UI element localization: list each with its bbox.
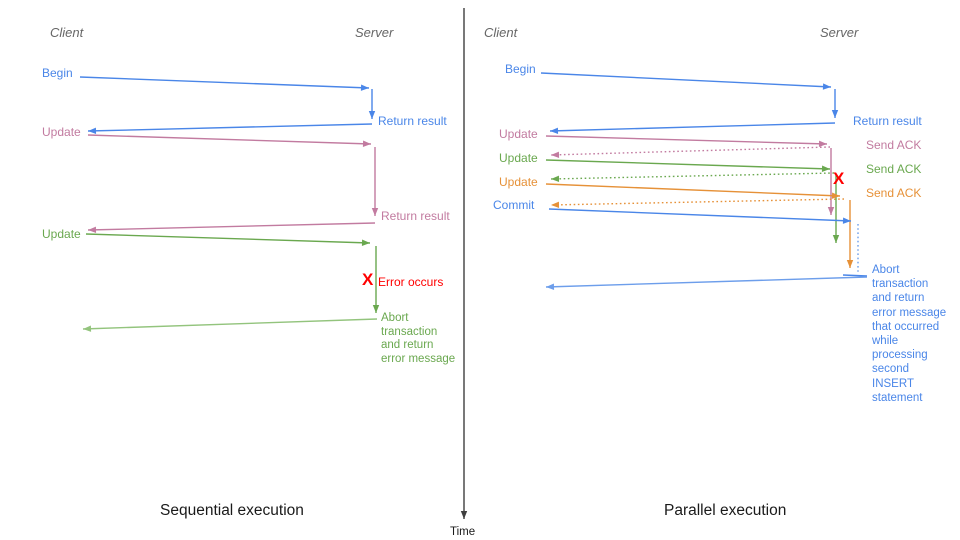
right-send-ack-3-label: Send ACK: [866, 186, 922, 200]
right-server-header: Server: [820, 25, 859, 40]
right-send-ack-2-arrow: [550, 172, 835, 183]
left-return-result-1-arrow: [87, 123, 373, 135]
left-client-header: Client: [50, 25, 84, 40]
right-commit-label: Commit: [493, 198, 535, 212]
left-update-2-label: Update: [42, 227, 81, 241]
right-server-orange-lifeline: [846, 200, 854, 268]
right-send-ack-1-label: Send ACK: [866, 138, 922, 152]
left-begin-label: Begin: [42, 66, 73, 80]
left-return-result-2-label: Return result: [381, 209, 450, 223]
time-axis: [460, 8, 468, 519]
left-update-1-label: Update: [42, 125, 81, 139]
left-return-result-2-arrow: [87, 222, 376, 234]
right-update-1-arrow: [545, 135, 828, 147]
right-abort-arrow: [545, 276, 868, 290]
time-axis-label: Time: [450, 526, 476, 538]
left-error-x-mark: X: [362, 270, 374, 289]
right-abort-tick: [842, 274, 868, 277]
right-server-blue-lifeline: [831, 89, 839, 118]
left-abort-arrow: [82, 318, 378, 332]
right-server-green-lifeline: [832, 174, 840, 243]
left-update-2-arrow: [85, 233, 371, 246]
right-abort-label: Abort transaction and return error messa…: [872, 264, 947, 404]
sequential-caption: Sequential execution: [160, 502, 304, 519]
right-update-3-label: Update: [499, 175, 538, 189]
left-update-1-arrow: [87, 134, 372, 147]
right-send-ack-1-arrow: [550, 146, 831, 158]
right-return-result-arrow: [549, 122, 836, 134]
left-begin-arrow: [79, 76, 370, 91]
right-return-result-label: Return result: [853, 114, 922, 128]
right-send-ack-2-label: Send ACK: [866, 162, 922, 176]
right-server-pink-lifeline: [827, 148, 835, 215]
right-update-3-arrow: [545, 183, 841, 199]
left-server-green-lifeline: [372, 246, 380, 313]
right-update-1-label: Update: [499, 127, 538, 141]
left-return-result-1-label: Return result: [378, 114, 447, 128]
left-error-occurs-label: Error occurs: [378, 275, 444, 289]
right-begin-arrow: [540, 72, 832, 90]
right-begin-label: Begin: [505, 62, 536, 76]
left-server-pink-lifeline: [371, 147, 379, 216]
parallel-caption: Parallel execution: [664, 502, 787, 519]
right-send-ack-3-arrow: [550, 198, 845, 209]
left-server-header: Server: [355, 25, 394, 40]
right-commit-arrow: [548, 208, 852, 224]
right-update-2-label: Update: [499, 151, 538, 165]
right-client-header: Client: [484, 25, 518, 40]
right-update-2-arrow: [545, 159, 831, 172]
right-error-x-mark: X: [833, 169, 845, 188]
left-abort-label: Abort transaction and return error messa…: [381, 312, 456, 365]
left-server-blue-lifeline: [368, 89, 376, 119]
